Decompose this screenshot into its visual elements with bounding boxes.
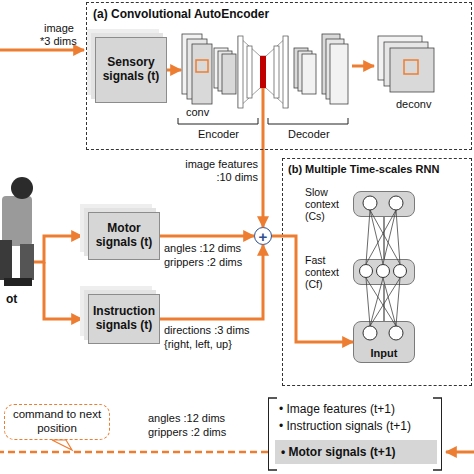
text-label: directions :3 dims [164,324,250,337]
connector [383,217,384,259]
robot-base [4,278,32,286]
group-box: (a) Convolutional AutoEncoderSensory sig… [86,2,472,150]
decoder-arrow [352,65,374,68]
callout-box: command to next position [4,404,110,440]
node-text: + [259,229,268,244]
connector [383,285,384,321]
bracket-tick [268,397,277,399]
bracket-tick [433,397,442,399]
sum-circle: + [254,227,272,245]
feedback-arrow [446,451,474,454]
robot-motor-arrow [34,236,82,262]
robot-head [11,177,33,199]
synapse [396,278,400,326]
neuron-layer: Slow context (Cs) [353,191,415,217]
text-label: conv [186,106,209,119]
robot-arm [0,240,12,280]
signal-box: Sensory signals (t) [95,37,167,103]
node-text: Fast context (Cf) [305,254,349,290]
dense-layer [247,46,252,98]
node-text: (b) Multiple Time-scales RNN [288,163,439,175]
encoder-bracket [178,118,258,124]
encoder-arrow [166,69,181,72]
neuron [377,265,390,278]
conv-layer [222,54,236,94]
node-text: Instruction signals (t) [89,305,159,333]
robot-arm [20,244,34,280]
bracket-tick [268,469,277,471]
neuron [394,265,407,278]
callout-tail [52,440,72,450]
connector [262,150,265,227]
command-line [0,451,268,454]
node-text: Slow context (Cs) [305,186,349,222]
synapse [370,278,383,326]
synapse [370,210,400,264]
conv-layer [192,44,212,104]
bracket-tick [433,469,442,471]
text-label: *3 dims [40,35,77,48]
text-label: image [44,22,74,35]
connector [160,235,254,238]
signal-box: Instruction signals (t) [88,294,160,344]
output-map [390,48,434,92]
node-text: Motor signals (t) [89,222,159,250]
text-label: {right, left, up} [164,338,232,351]
synapse [383,210,396,264]
bracket-ticks [268,398,442,470]
dense-layer [274,46,279,98]
synapse [366,210,396,264]
node-text: (a) Convolutional AutoEncoder [93,7,269,21]
text-label: deconv [396,98,431,111]
kernel-window [404,60,418,74]
deconv-layer [330,44,348,104]
robot-body [2,196,32,246]
neuron [360,265,373,278]
neuron [363,196,377,210]
node-text: Input [354,347,414,359]
node-text: • Motor signals (t+1) [281,445,396,459]
feature-layer [260,56,266,88]
node-text: Sensory signals (t) [96,56,166,84]
text-label: ot [6,292,17,306]
synapse [366,278,370,326]
highlight-box: • Motor signals (t+1) [275,440,437,464]
kernel-window [196,60,208,72]
dense-layer [238,36,243,108]
text-label: Encoder [198,128,239,141]
neurons [360,196,407,340]
connector [160,245,263,319]
synapse [366,278,396,326]
signal-box: Motor signals (t) [88,212,160,260]
robot-instruction-arrow [44,262,82,319]
bracket-list: • Image features (t+1) • Instruction sign… [268,398,442,470]
node-text: command to next position [5,408,109,436]
text-label: grippers :2 dims [148,426,226,439]
synapse [396,210,400,264]
synapse [366,210,370,264]
deconv-layer [302,54,316,94]
decoder-bracket [268,118,348,124]
neuron-layer: Input [353,321,415,363]
synapse [370,278,400,326]
neuron [363,326,377,340]
dense-layer [283,36,288,108]
text-label: grippers :2 dims [164,256,242,269]
node-text: • Image features (t+1) [279,402,395,416]
text-label: angles :12 dims [164,242,241,255]
connector [272,236,353,342]
text-label: angles :12 dims [148,412,225,425]
text-label: Decoder [288,128,330,141]
neuron [389,326,403,340]
image-input-arrow [0,49,84,52]
feature-line [262,88,265,150]
neuron [389,196,403,210]
edge-label: image features :10 dims [176,158,258,184]
node-text: • Instruction signals (t+1) [279,419,411,433]
